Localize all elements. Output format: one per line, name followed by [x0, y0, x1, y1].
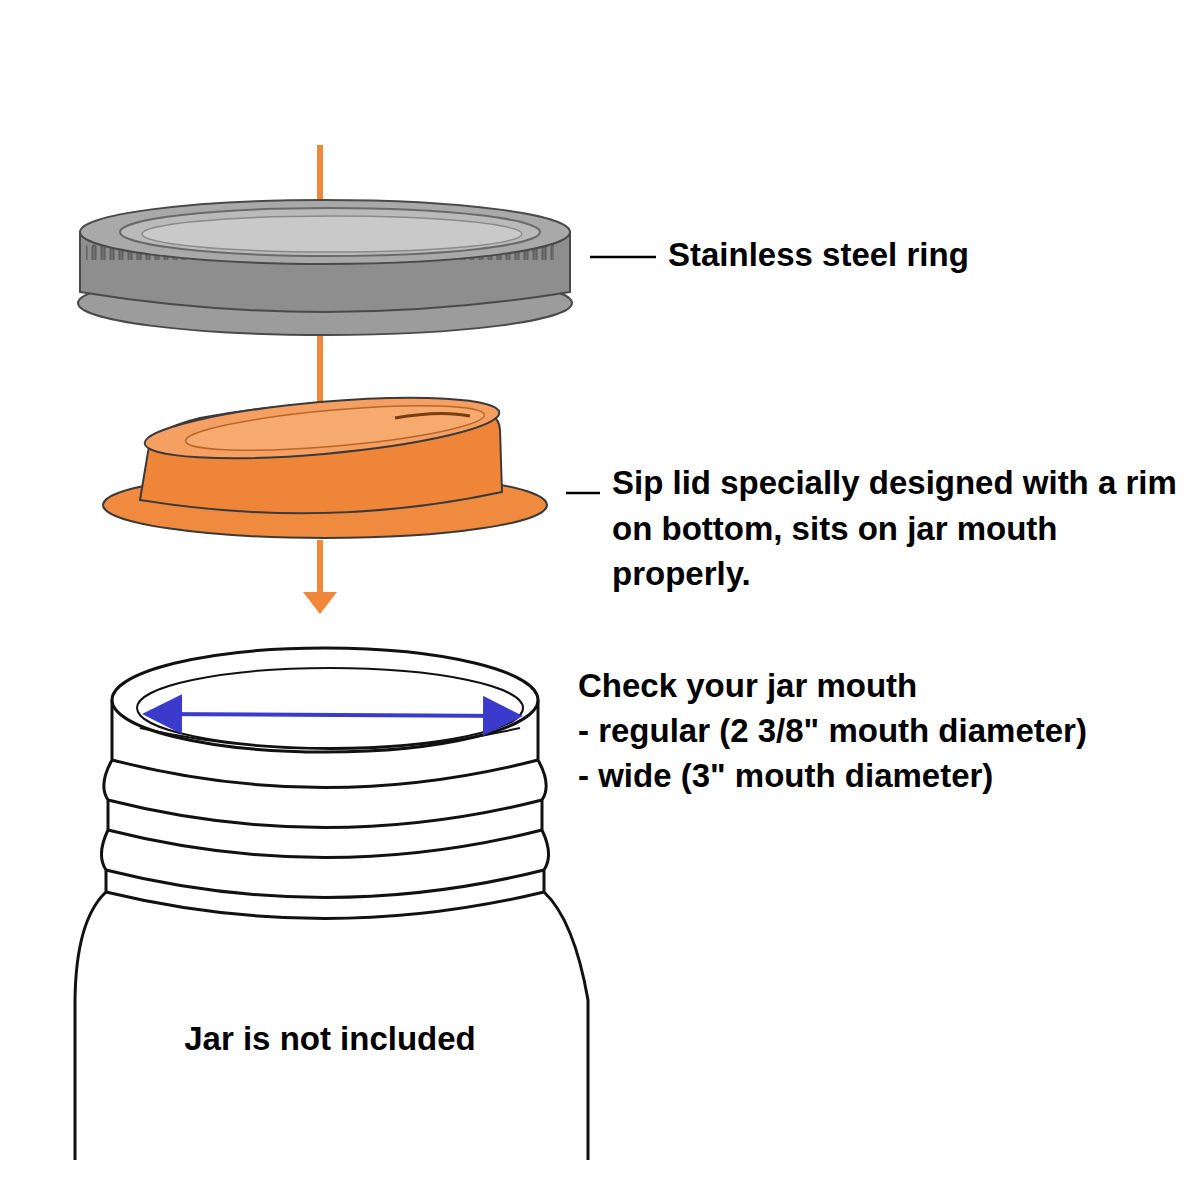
leader-line [566, 492, 600, 495]
diameter-arrow [150, 714, 515, 716]
jar-note: Jar is not included [100, 1016, 560, 1062]
leader-line [590, 256, 656, 259]
part-note: Sip lid specially designed with a rim on… [612, 460, 1192, 597]
sip-lid [103, 387, 547, 538]
steel-ring [78, 200, 572, 335]
mason-jar [75, 648, 588, 1160]
size-note: - wide (3" mouth diameter) [578, 753, 1178, 799]
part-label: Stainless steel ring [668, 232, 1168, 278]
check-note: Check your jar mouth [578, 663, 1178, 709]
size-note: - regular (2 3/8" mouth diameter) [578, 708, 1193, 754]
